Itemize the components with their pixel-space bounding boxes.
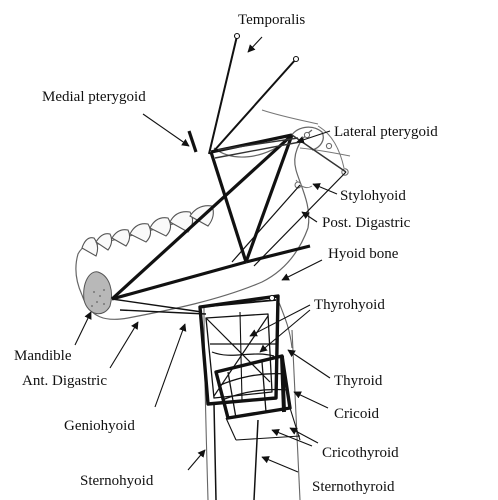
label-cricothyroid: Cricothyroid	[322, 445, 399, 461]
mandible-outline	[76, 127, 323, 319]
label-medial-pterygoid: Medial pterygoid	[42, 89, 146, 105]
label-cricoid: Cricoid	[334, 406, 379, 422]
larynx-model	[200, 296, 278, 404]
hyoid-bone-dots	[269, 295, 274, 300]
label-lateral-pterygoid: Lateral pterygoid	[334, 124, 438, 140]
label-sternohyoid: Sternohyoid	[80, 473, 154, 489]
label-ant-digastric: Ant. Digastric	[22, 373, 107, 389]
label-post-digastric: Post. Digastric	[322, 215, 411, 231]
label-thyroid: Thyroid	[334, 373, 383, 389]
label-mandible: Mandible	[14, 348, 72, 364]
styloid-process	[295, 132, 348, 188]
mandible-symphysis	[84, 272, 112, 314]
label-geniohyoid: Geniohyoid	[64, 418, 135, 434]
label-stylohyoid: Stylohyoid	[340, 188, 406, 204]
teeth	[82, 206, 213, 256]
temporalis-points	[235, 34, 299, 62]
label-temporalis: Temporalis	[238, 12, 305, 28]
label-thyrohyoid: Thyrohyoid	[314, 297, 385, 313]
label-hyoid-bone: Hyoid bone	[328, 246, 399, 262]
label-sternothyroid: Sternothyroid	[312, 479, 395, 495]
